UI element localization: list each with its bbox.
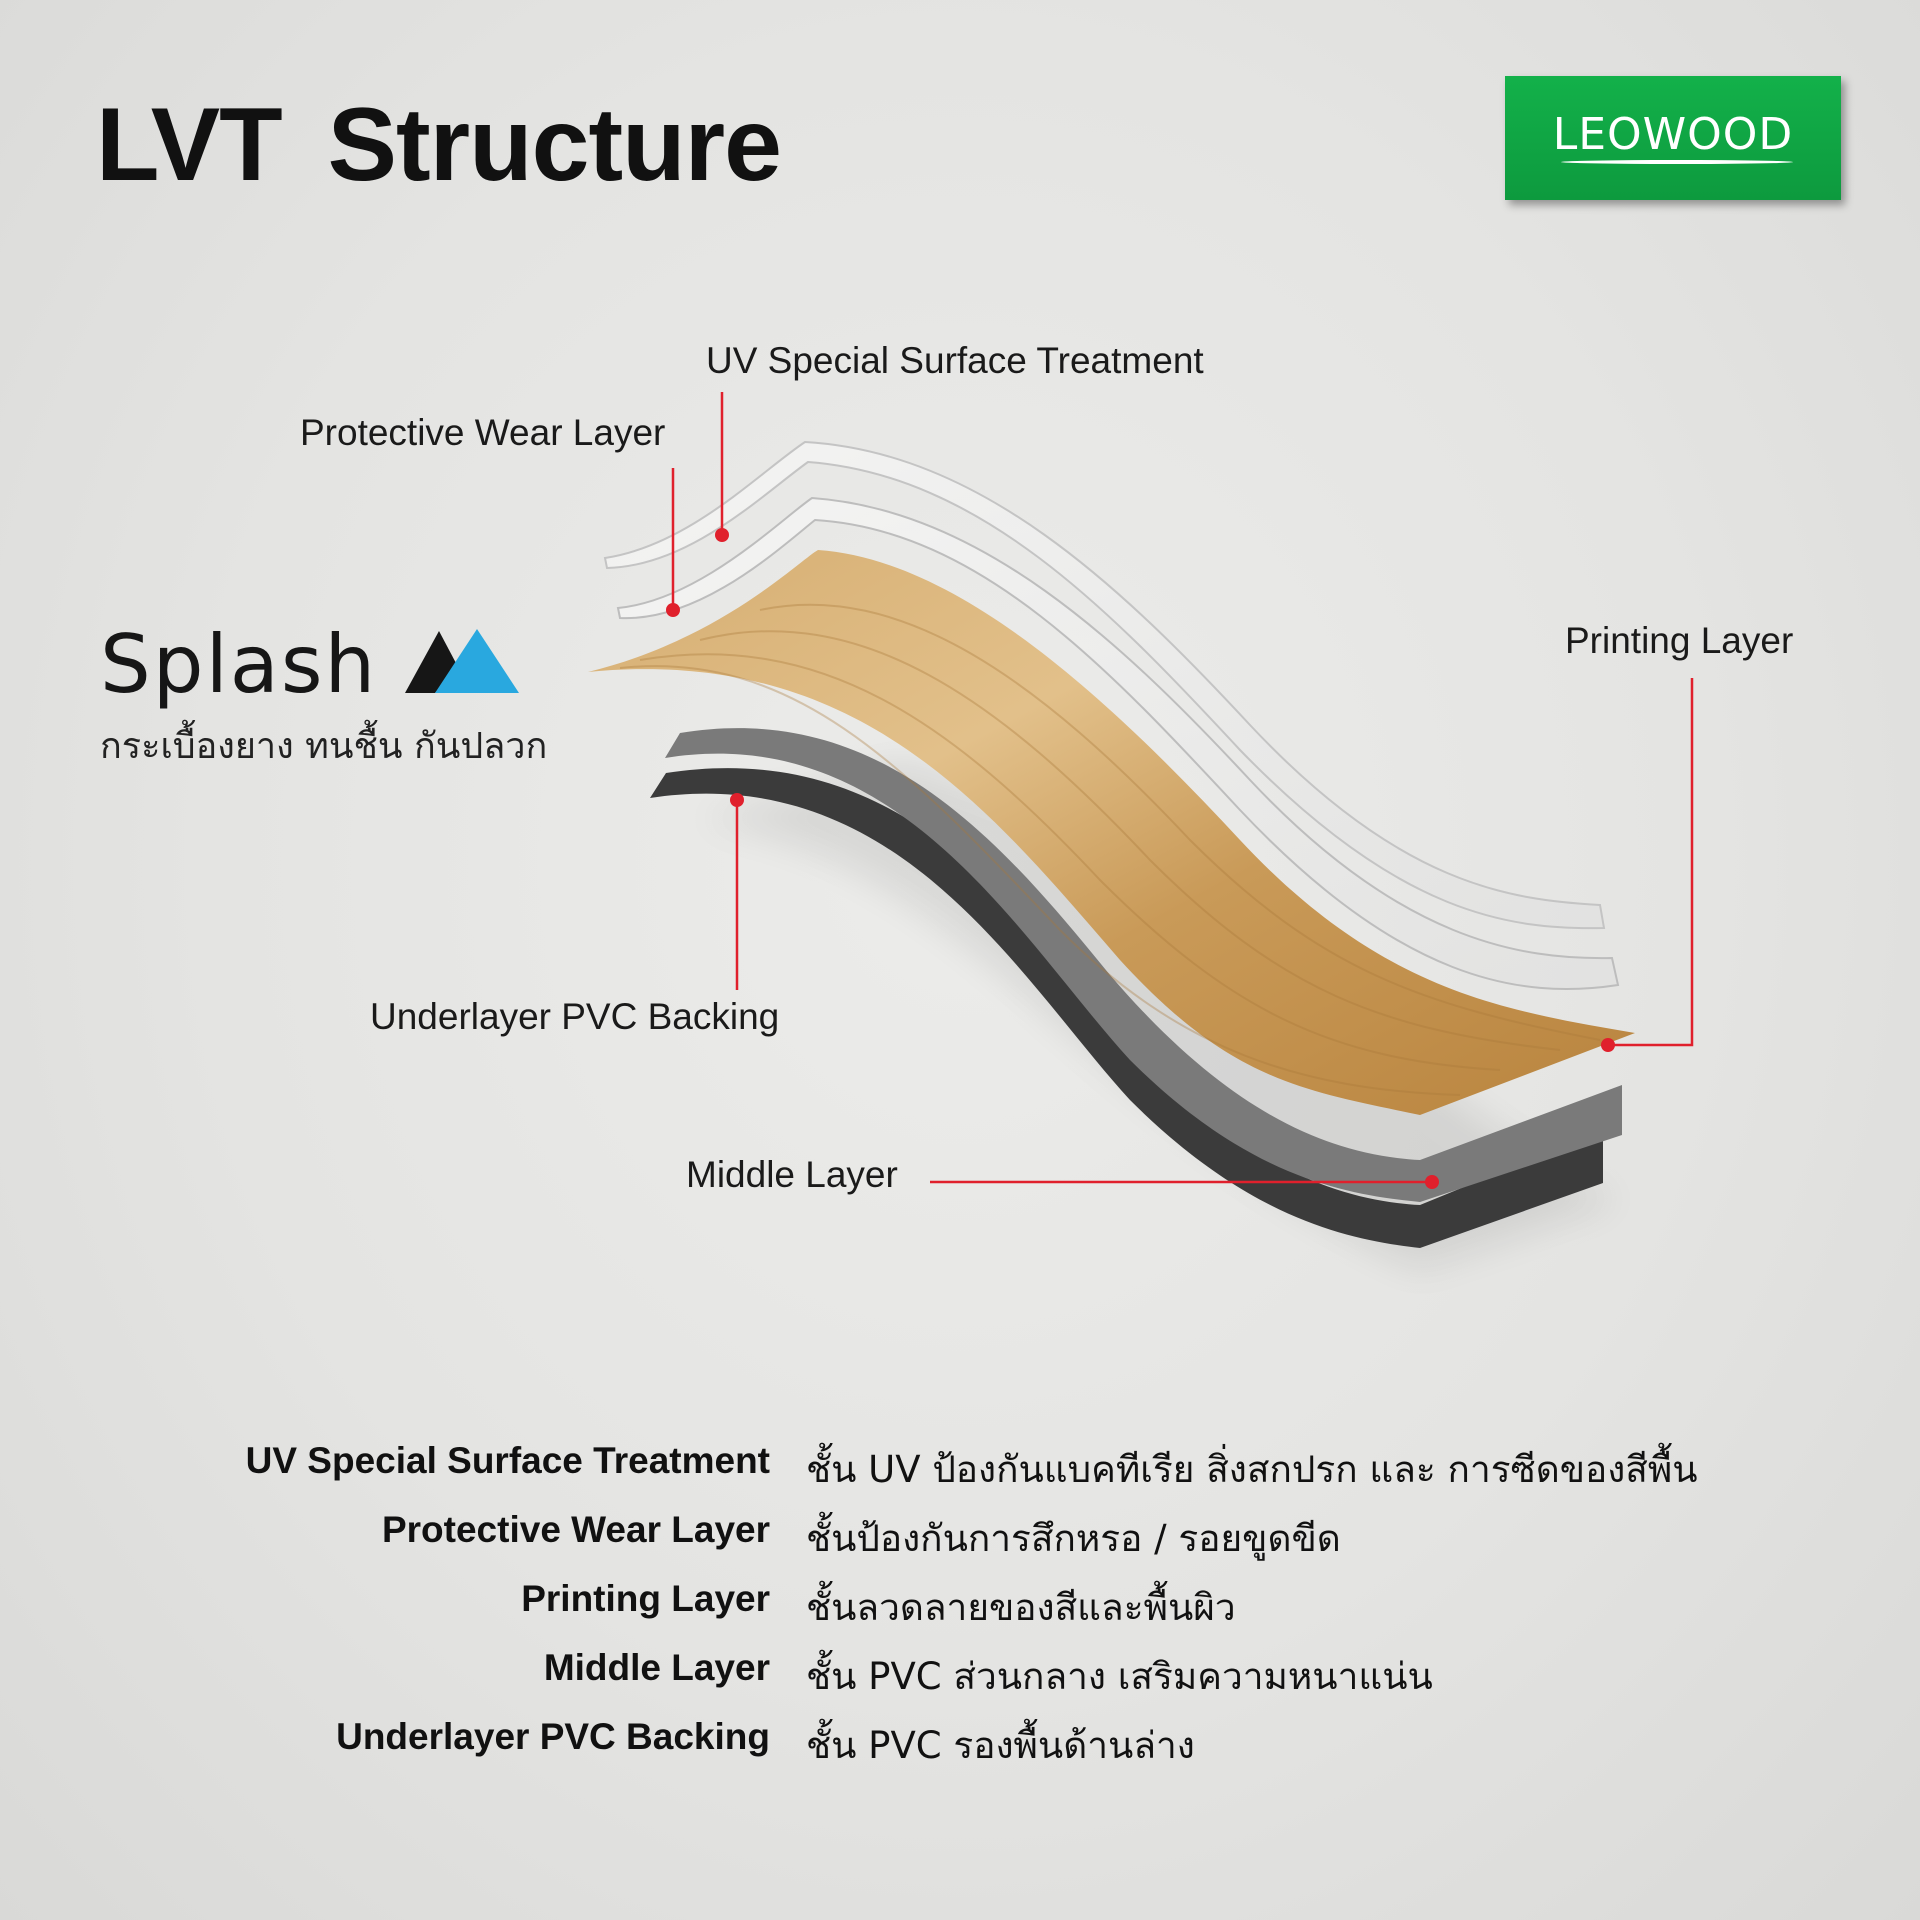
legend-row: UV Special Surface Treatment ชั้น UV ป้อ… (0, 1440, 1920, 1509)
middle-dot (1425, 1175, 1439, 1189)
uv-dot (715, 528, 729, 542)
legend-term: Middle Layer (543, 1647, 770, 1688)
legend-term: Underlayer PVC Backing (336, 1716, 770, 1757)
protective-wear-layer (616, 496, 1620, 991)
callout-uv: UV Special Surface Treatment (706, 340, 1204, 381)
printing-dot (1601, 1038, 1615, 1052)
splash-brand: Splash กระเบื้องยาง ทนชื้น กันปลวก (100, 625, 547, 774)
brand-tagline: กระเบื้องยาง ทนชื้น กันปลวก (100, 726, 548, 767)
callout-dots (666, 528, 1615, 1189)
legend-row: Printing Layer ชั้นลวดลายของสีและพื้นผิว (0, 1578, 1920, 1647)
page-title: LVT Structure (96, 87, 782, 203)
legend-desc: ชั้นลวดลายของสีและพื้นผิว (806, 1586, 1236, 1629)
legend-row: Protective Wear Layer ชั้นป้องกันการสึกห… (0, 1509, 1920, 1578)
leowood-logo: LEOWOOD (1505, 76, 1841, 200)
wood-grain (619, 603, 1601, 1096)
callout-underlayer: Underlayer PVC Backing (370, 996, 780, 1037)
printing-layer-wood (588, 550, 1635, 1115)
callout-lines (671, 392, 1694, 1184)
legend-desc: ชั้น PVC รองพื้นด้านล่าง (806, 1724, 1195, 1767)
legend-term: Printing Layer (521, 1578, 770, 1619)
wear-dot (666, 603, 680, 617)
legend-term: Protective Wear Layer (381, 1509, 770, 1550)
legend-term: UV Special Surface Treatment (245, 1440, 770, 1481)
legend-row: Middle Layer ชั้น PVC ส่วนกลาง เสริมความ… (0, 1647, 1920, 1716)
callout-middle: Middle Layer (686, 1154, 898, 1195)
splash-mountain-icon (405, 629, 519, 693)
legend-desc: ชั้น UV ป้องกันแบคทีเรีย สิ่งสกปรก และ ก… (806, 1448, 1698, 1491)
uv-surface-treatment-layer (603, 440, 1606, 930)
logo-text: LEOWOOD (1552, 108, 1794, 160)
underlayer-dot (730, 793, 744, 807)
underlayer-pvc-backing-layer (650, 768, 1603, 1248)
callout-wear: Protective Wear Layer (300, 412, 666, 453)
legend-desc: ชั้นป้องกันการสึกหรอ / รอยขูดขีด (806, 1517, 1341, 1560)
middle-layer (665, 728, 1622, 1202)
diagram-shadow (700, 760, 1620, 1270)
legend-row: Underlayer PVC Backing ชั้น PVC รองพื้นด… (0, 1716, 1920, 1785)
legend-desc: ชั้น PVC ส่วนกลาง เสริมความหนาแน่น (806, 1655, 1433, 1698)
logo-swoosh (1561, 160, 1793, 164)
callout-printing: Printing Layer (1565, 620, 1794, 661)
brand-name: Splash (100, 618, 378, 711)
layer-legend: UV Special Surface Treatment ชั้น UV ป้อ… (0, 1440, 1920, 1785)
